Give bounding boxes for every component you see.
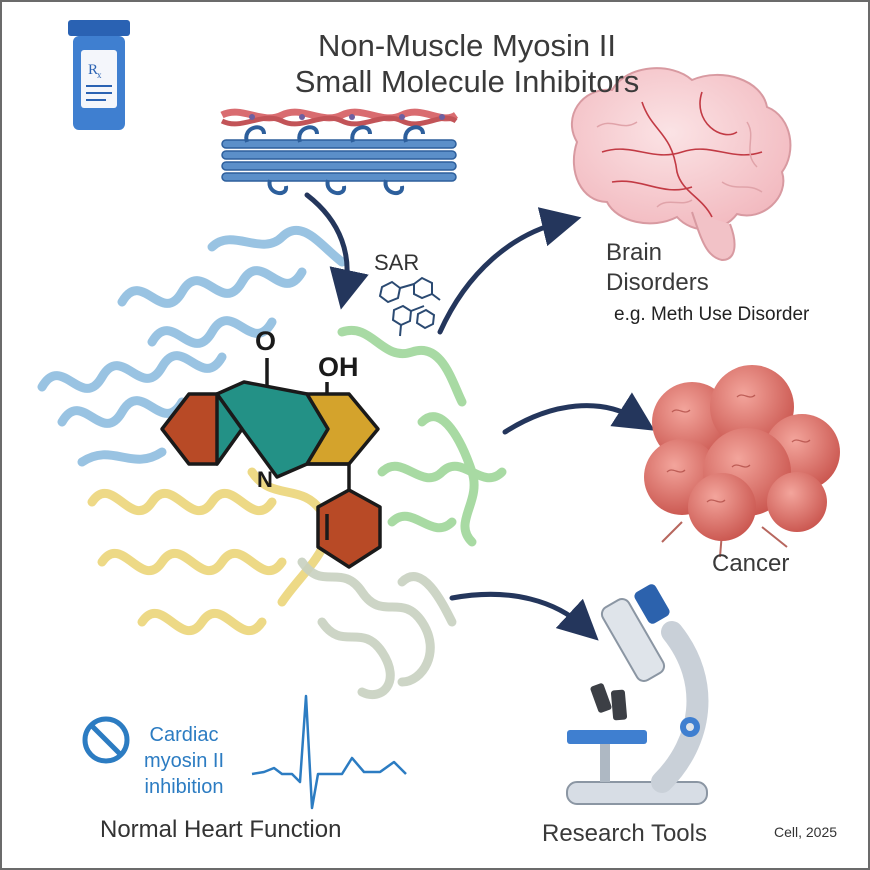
brain-icon	[571, 67, 792, 262]
cardiac-line-3: inhibition	[144, 776, 224, 798]
pill-bottle-icon: R x	[68, 20, 130, 130]
brain-example-label: e.g. Meth Use Disorder	[614, 304, 810, 325]
arrow-to-molecule	[304, 192, 369, 310]
svg-text:R: R	[88, 62, 98, 78]
ecg-trace-icon	[251, 694, 407, 810]
tumor-icon	[644, 365, 840, 558]
myosin-filament-icon	[220, 108, 459, 196]
brain-label-line-2: Disorders	[606, 269, 709, 296]
arrow-to-research	[449, 591, 599, 641]
arrow-to-brain	[437, 207, 582, 335]
cancer-label: Cancer	[712, 550, 790, 577]
brain-disorders-label: Brain Disorders	[606, 238, 709, 298]
normal-heart-function-label: Normal Heart Function	[100, 816, 342, 843]
title-line-1: Non-Muscle Myosin II	[317, 28, 617, 63]
nitrogen-atom-label: N	[257, 467, 273, 492]
sar-label: SAR	[374, 250, 420, 275]
hydroxyl-label: OH	[318, 352, 359, 382]
cardiac-line-1: Cardiac	[149, 724, 219, 746]
chemical-structure	[160, 358, 382, 569]
oxo-atom-label: O	[255, 326, 277, 356]
cardiac-inhibition-label: Cardiac myosin II inhibition	[144, 722, 224, 800]
protein-structure	[37, 225, 507, 700]
citation: Cell, 2025	[774, 824, 838, 840]
figure-title: Non-Muscle Myosin II Small Molecule Inhi…	[2, 28, 868, 100]
microscope-icon	[566, 584, 709, 805]
svg-text:x: x	[97, 70, 102, 80]
sar-molecules-icon	[378, 276, 441, 337]
title-line-2: Small Molecule Inhibitors	[294, 64, 640, 99]
brain-label-line-1: Brain	[606, 239, 663, 266]
arrow-to-cancer	[502, 392, 655, 435]
flow-arrows	[304, 192, 655, 641]
no-sign-icon	[82, 716, 130, 764]
cardiac-line-2: myosin II	[144, 750, 225, 772]
research-tools-label: Research Tools	[542, 820, 707, 847]
